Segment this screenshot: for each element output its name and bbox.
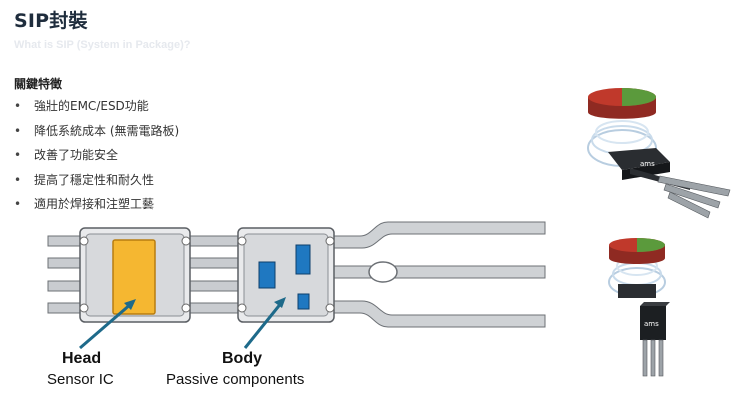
bullet-icon: • [14, 197, 22, 212]
feature-text: 提高了穩定性和耐久性 [34, 172, 155, 187]
bullet-icon: • [14, 148, 22, 163]
feature-text: 適用於焊接和注塑工藝 [34, 197, 155, 212]
list-item: • 強壯的EMC/ESD功能 [14, 96, 179, 121]
body-package [237, 227, 335, 323]
bullet-icon: • [14, 99, 22, 113]
passive-component [295, 244, 311, 275]
lead-frame [47, 221, 546, 328]
passive-component [297, 293, 310, 310]
page-title: SIP封裝 [14, 10, 88, 32]
feature-text: 強壯的EMC/ESD功能 [34, 99, 149, 113]
callout-arrows [79, 297, 286, 350]
body-label: Body [222, 350, 262, 367]
brand-logo: ams [640, 160, 655, 168]
feature-text: 改善了功能安全 [34, 148, 119, 163]
sensor-ic-chip [112, 239, 156, 315]
feature-text: 降低系統成本 (無需電路板) [34, 123, 180, 138]
product-image-top: ams [587, 88, 731, 219]
bullet-icon: • [14, 123, 22, 138]
list-item: • 提高了穩定性和耐久性 [14, 170, 179, 195]
list-item: • 適用於焊接和注塑工藝 [14, 194, 179, 219]
head-package [79, 227, 191, 323]
list-item: • 降低系統成本 (無需電路板) [14, 121, 179, 146]
passive-component [258, 261, 276, 289]
product-image-bottom: ams [608, 238, 670, 377]
page-subtitle: What is SIP (System in Package)? [14, 39, 191, 51]
list-item: • 改善了功能安全 [14, 145, 179, 170]
brand-logo: ams [644, 320, 659, 328]
head-label: Head [62, 350, 102, 367]
head-sublabel: Sensor IC [47, 371, 114, 388]
bullet-icon: • [14, 172, 22, 187]
body-sublabel: Passive components [166, 371, 305, 388]
features-heading: 關鍵特徵 [14, 77, 63, 91]
feature-list: • 強壯的EMC/ESD功能 • 降低系統成本 (無需電路板) • 改善了功能安全 •… [14, 96, 179, 219]
